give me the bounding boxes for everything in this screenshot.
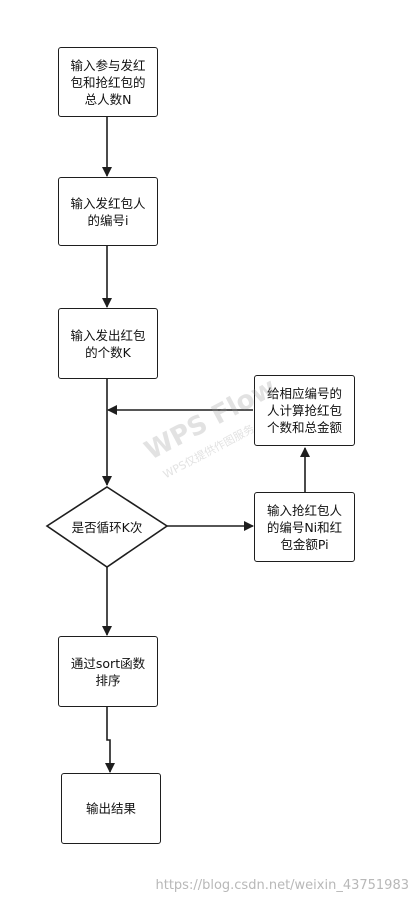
node-input-sender: 输入发红包人 的编号i [58,177,158,246]
node-output-label: 输出结果 [85,801,136,816]
decision-diamond [45,486,169,568]
node-input-sender-label: 输入发红包人 的编号i [70,195,146,228]
node-input-grabber-label: 输入抢红包人 的编号Ni和红 包金额Pi [266,502,343,552]
node-decision-loop-label: 是否循环K次 [71,519,143,535]
node-decision-loop: 是否循环K次 [57,510,157,542]
node-input-count: 输入发出红包 的个数K [58,308,158,379]
node-calc-totals-label: 给相应编号的 人计算抢红包 个数和总金额 [266,386,342,435]
node-input-total: 输入参与发红 包和抢红包的 总人数N [58,47,158,117]
node-input-total-label: 输入参与发红 包和抢红包的 总人数N [70,57,146,107]
node-input-count-label: 输入发出红包 的个数K [70,327,146,360]
node-input-grabber: 输入抢红包人 的编号Ni和红 包金额Pi [254,492,355,562]
node-calc-totals: 给相应编号的 人计算抢红包 个数和总金额 [254,375,355,446]
node-output: 输出结果 [61,773,161,844]
edge-sort-to-output [105,707,115,773]
footer-url: https://blog.csdn.net/weixin_43751983 [155,878,409,893]
node-sort-call-label: 通过sort函数 排序 [70,655,146,688]
node-sort-call: 通过sort函数 排序 [58,636,158,707]
